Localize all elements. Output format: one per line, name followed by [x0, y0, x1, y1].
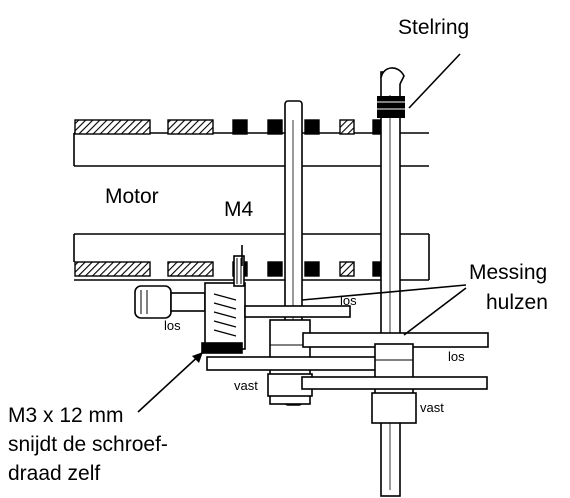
los-label-right: los [448, 349, 465, 364]
vast-label-left: vast [234, 378, 258, 393]
m3-arrowhead [192, 352, 203, 363]
leader-lines [137, 53, 467, 413]
messing-label: Messing [469, 261, 548, 284]
m3-note-line3: draad zelf [8, 462, 101, 485]
hulzen-label: hulzen [486, 291, 548, 314]
vast-label-right: vast [420, 400, 444, 415]
motor-clamp [134, 255, 351, 354]
los-label-top: los [340, 293, 357, 308]
m3-note: M3 x 12 mm snijdt de schroef- draad zelf [8, 401, 168, 488]
upper-gear-teeth [74, 119, 386, 135]
stelring-leader [408, 53, 461, 109]
m4-label: M4 [224, 198, 254, 221]
stelring-collar [377, 96, 405, 118]
m3-note-line1: M3 x 12 mm [8, 404, 124, 427]
lower-gear-teeth [74, 261, 386, 277]
motor-lower-housing [73, 233, 430, 281]
gear-stack-left [206, 319, 413, 405]
messing-leader-2 [403, 287, 467, 336]
stelring-label: Stelring [398, 16, 470, 39]
m3-note-line2: snijdt de schroef- [8, 433, 168, 456]
m3-leader [137, 351, 204, 413]
messing-leader-1 [301, 284, 467, 301]
motor-upper-housing [73, 132, 429, 167]
right-shaft [380, 67, 405, 497]
motor-label: Motor [105, 185, 159, 208]
gear-stack-right [301, 332, 489, 424]
los-label-left: los [164, 318, 181, 333]
